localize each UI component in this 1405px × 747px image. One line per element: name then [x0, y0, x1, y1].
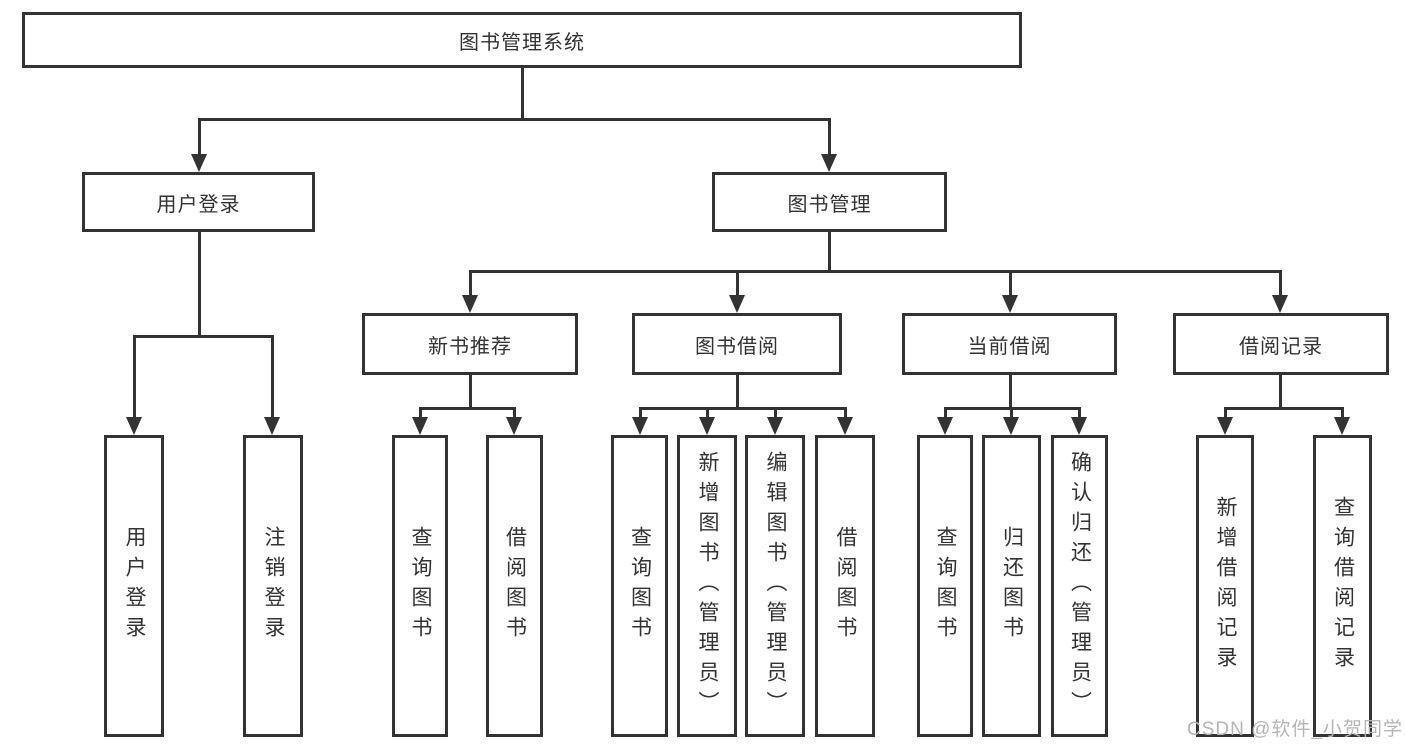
node-label: 借阅图书	[834, 526, 857, 646]
leaf-confirm-return-admin: 确认归还（管理员）	[1051, 435, 1108, 737]
connector-stem	[1278, 375, 1282, 407]
connector-drop	[1009, 407, 1013, 419]
leaf-query-borrow-record: 查询借阅记录	[1313, 435, 1372, 737]
connector-drop	[270, 335, 274, 419]
connector-root-rail	[197, 118, 831, 121]
connector-stem	[468, 375, 472, 407]
connector-stem	[1008, 375, 1012, 407]
leaf-logout: 注销登录	[243, 435, 303, 737]
leaf-borrow-books: 借阅图书	[815, 435, 875, 737]
connector-rail	[418, 407, 516, 410]
arrow-down-icon	[1003, 417, 1019, 435]
arrow-down-icon	[632, 417, 648, 435]
arrow-down-icon	[729, 295, 745, 313]
connector-drop	[1223, 407, 1227, 419]
connector-root-stem	[520, 68, 524, 118]
node-current-borrow: 当前借阅	[902, 313, 1117, 375]
node-book-borrow: 图书借阅	[632, 313, 842, 375]
node-library-management-system: 图书管理系统	[22, 12, 1022, 68]
arrow-down-icon	[1334, 417, 1350, 435]
connector-drop	[827, 118, 831, 156]
connector-drop	[773, 407, 777, 419]
arrow-down-icon	[1071, 417, 1087, 435]
arrow-down-icon	[1002, 295, 1018, 313]
arrow-down-icon	[264, 417, 280, 435]
leaf-borrow-books-recommend: 借阅图书	[486, 435, 543, 737]
connector-drop	[1340, 407, 1344, 419]
leaf-return-books: 归还图书	[982, 435, 1041, 737]
arrow-down-icon	[937, 417, 953, 435]
connector-userlogin-stem	[197, 232, 201, 335]
arrow-down-icon	[462, 295, 478, 313]
arrow-down-icon	[837, 417, 853, 435]
connector-rail	[1223, 407, 1344, 410]
node-label: 借阅图书	[503, 526, 527, 646]
leaf-query-books-recommend: 查询图书	[392, 435, 448, 737]
connector-drop	[735, 270, 739, 297]
node-label: 注销登录	[262, 526, 285, 646]
node-label: 查询图书	[628, 526, 652, 646]
leaf-edit-book-admin: 编辑图书（管理员）	[745, 435, 805, 737]
node-label: 图书借阅	[695, 335, 779, 358]
arrow-down-icon	[699, 417, 715, 435]
leaf-query-books-borrow: 查询图书	[611, 435, 668, 737]
connector-drop	[418, 407, 422, 419]
connector-drop	[1008, 270, 1012, 297]
connector-drop	[943, 407, 947, 419]
node-borrow-records: 借阅记录	[1173, 313, 1389, 375]
leaf-user-login: 用户登录	[104, 435, 164, 737]
arrow-down-icon	[767, 417, 783, 435]
node-label: 借阅记录	[1239, 335, 1323, 358]
leaf-query-books-current: 查询图书	[917, 435, 973, 737]
node-label: 归还图书	[1000, 526, 1024, 646]
node-label: 新书推荐	[428, 335, 512, 358]
node-label: 编辑图书（管理员）	[764, 451, 787, 721]
node-label: 当前借阅	[967, 335, 1052, 358]
connector-userlogin-rail	[132, 335, 274, 338]
node-label: 用户登录	[156, 193, 241, 216]
arrow-down-icon	[506, 417, 522, 435]
node-label: 用户登录	[123, 526, 146, 646]
arrow-down-icon	[412, 417, 428, 435]
node-label: 新增图书（管理员）	[696, 451, 719, 721]
node-label: 图书管理	[787, 193, 872, 216]
connector-drop	[1077, 407, 1081, 419]
node-new-book-recommend: 新书推荐	[362, 313, 578, 375]
connector-drop	[197, 118, 201, 156]
node-label: 确认归还（管理员）	[1068, 451, 1092, 721]
connector-rail	[638, 407, 847, 410]
leaf-add-borrow-record: 新增借阅记录	[1196, 435, 1254, 737]
node-label: 新增借阅记录	[1214, 496, 1237, 676]
connector-stem	[735, 375, 739, 407]
node-label: 查询图书	[409, 526, 432, 646]
arrow-down-icon	[1217, 417, 1233, 435]
connector-drop	[1278, 270, 1282, 297]
node-user-login: 用户登录	[82, 172, 315, 232]
connector-drop	[132, 335, 136, 419]
arrow-down-icon	[821, 154, 837, 172]
watermark: CSDN @软件_小贺同学	[1187, 719, 1403, 740]
node-book-management: 图书管理	[712, 172, 947, 232]
leaf-add-book-admin: 新增图书（管理员）	[677, 435, 737, 737]
arrow-down-icon	[191, 154, 207, 172]
connector-bookmgmt-stem	[827, 232, 831, 270]
connector-drop	[512, 407, 516, 419]
node-label: 查询借阅记录	[1331, 496, 1355, 676]
connector-drop	[843, 407, 847, 419]
connector-drop	[705, 407, 709, 419]
arrow-down-icon	[1272, 295, 1288, 313]
arrow-down-icon	[126, 417, 142, 435]
node-label: 图书管理系统	[459, 31, 585, 54]
connector-drop	[638, 407, 642, 419]
connector-bookmgmt-rail	[468, 270, 1282, 273]
node-label: 查询图书	[934, 526, 957, 646]
connector-drop	[468, 270, 472, 297]
